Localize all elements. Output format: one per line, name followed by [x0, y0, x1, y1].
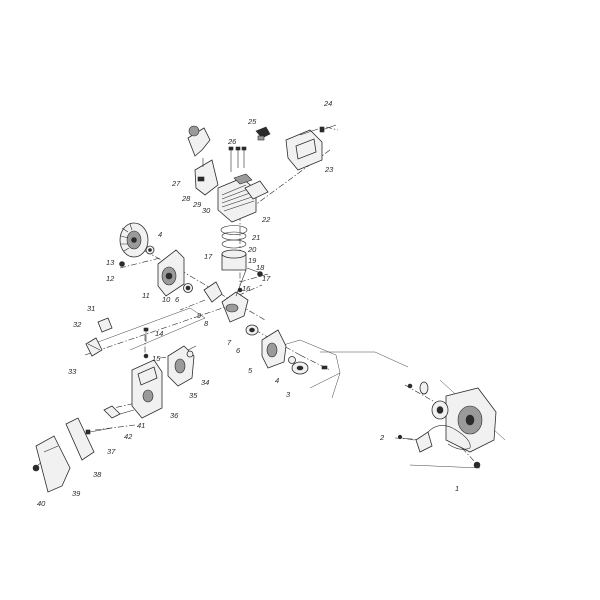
- screw-37: [85, 427, 113, 435]
- choke-lever: [103, 405, 135, 419]
- callout-1: 1: [455, 484, 459, 493]
- callout-34: 34: [201, 378, 209, 387]
- callout-3: 3: [286, 390, 291, 399]
- screws-14-15: [143, 327, 149, 359]
- callout-10: 10: [162, 295, 171, 304]
- spark-plug: [255, 126, 271, 141]
- callout-30: 30: [202, 206, 211, 215]
- callout-37: 37: [107, 447, 116, 456]
- callout-26: 26: [227, 137, 237, 146]
- callout-8: 8: [204, 319, 209, 328]
- crankshaft: [221, 269, 249, 323]
- recoil-pulley: [431, 400, 449, 420]
- callout-17: 17: [204, 252, 213, 261]
- piston-rings: [220, 225, 248, 249]
- nut-1: [473, 461, 481, 469]
- cylinder-bolts: [228, 146, 247, 172]
- callout-18: 18: [256, 263, 265, 272]
- callout-28: 28: [181, 194, 191, 203]
- callout-22: 22: [261, 215, 271, 224]
- carb-spacer: [186, 350, 194, 358]
- callout-11: 11: [142, 291, 150, 300]
- gasket-31: [97, 317, 113, 333]
- callout-24: 24: [323, 99, 332, 108]
- callout-36: 36: [170, 411, 179, 420]
- cylinder: [217, 173, 257, 223]
- callout-14: 14: [155, 329, 163, 338]
- starter-rope-handle: [397, 425, 471, 453]
- crankcase-right: [261, 329, 287, 369]
- callout-13: 13: [106, 258, 115, 267]
- callout-21: 21: [251, 233, 260, 242]
- callout-39: 39: [72, 489, 81, 498]
- callout-17b: 17: [262, 274, 271, 283]
- gasket: [244, 180, 269, 200]
- callout-27: 27: [171, 179, 181, 188]
- crankcase-gasket: [203, 281, 223, 303]
- filter-element: [65, 417, 95, 461]
- callout-33: 33: [68, 367, 77, 376]
- air-filter-cover: [35, 435, 71, 493]
- starter-pulley: [291, 361, 328, 375]
- callout-40: 40: [37, 499, 46, 508]
- callout-2: 2: [379, 433, 385, 442]
- callout-6b: 6: [175, 295, 180, 304]
- nut-12: [119, 261, 125, 267]
- callout-labels: 1 2 3 4 4 5 6 6 7 8 9 10 11 12 13 14 15 …: [37, 99, 459, 508]
- bearing-left: [183, 283, 193, 293]
- callout-29: 29: [192, 200, 202, 209]
- muffler-screw: [319, 124, 337, 133]
- air-filter-base: [131, 359, 163, 419]
- callout-16: 16: [242, 284, 251, 293]
- callout-7: 7: [227, 338, 232, 347]
- washer-lower: [288, 356, 296, 364]
- callout-12: 12: [106, 274, 115, 283]
- callout-15: 15: [152, 354, 161, 363]
- callout-41: 41: [137, 421, 145, 430]
- callout-4b: 4: [158, 230, 162, 239]
- callout-5: 5: [248, 366, 253, 375]
- callout-19: 19: [248, 256, 257, 265]
- crankcase-left: [157, 249, 185, 297]
- callout-38: 38: [93, 470, 102, 479]
- callout-25: 25: [247, 117, 257, 126]
- recoil-starter-housing: [445, 387, 497, 453]
- starter-pawl: [419, 381, 429, 395]
- insulator-32: [85, 337, 103, 357]
- callout-32: 32: [73, 320, 82, 329]
- callout-6: 6: [236, 346, 241, 355]
- callout-20: 20: [247, 245, 257, 254]
- callout-23: 23: [324, 165, 334, 174]
- assembly-lines: [37, 126, 476, 466]
- ignition-coil: [187, 125, 219, 196]
- callout-31: 31: [87, 304, 95, 313]
- key-16: [237, 287, 243, 293]
- flywheel: [119, 222, 149, 258]
- bearing-right: [245, 324, 259, 336]
- muffler: [285, 128, 323, 171]
- callout-4: 4: [275, 376, 279, 385]
- washer-upper: [145, 245, 155, 255]
- callout-42: 42: [124, 432, 133, 441]
- pulley-screw: [407, 383, 413, 389]
- callout-9: 9: [197, 311, 202, 320]
- callout-35: 35: [189, 391, 198, 400]
- piston: [221, 249, 263, 277]
- cover-knob: [32, 464, 40, 472]
